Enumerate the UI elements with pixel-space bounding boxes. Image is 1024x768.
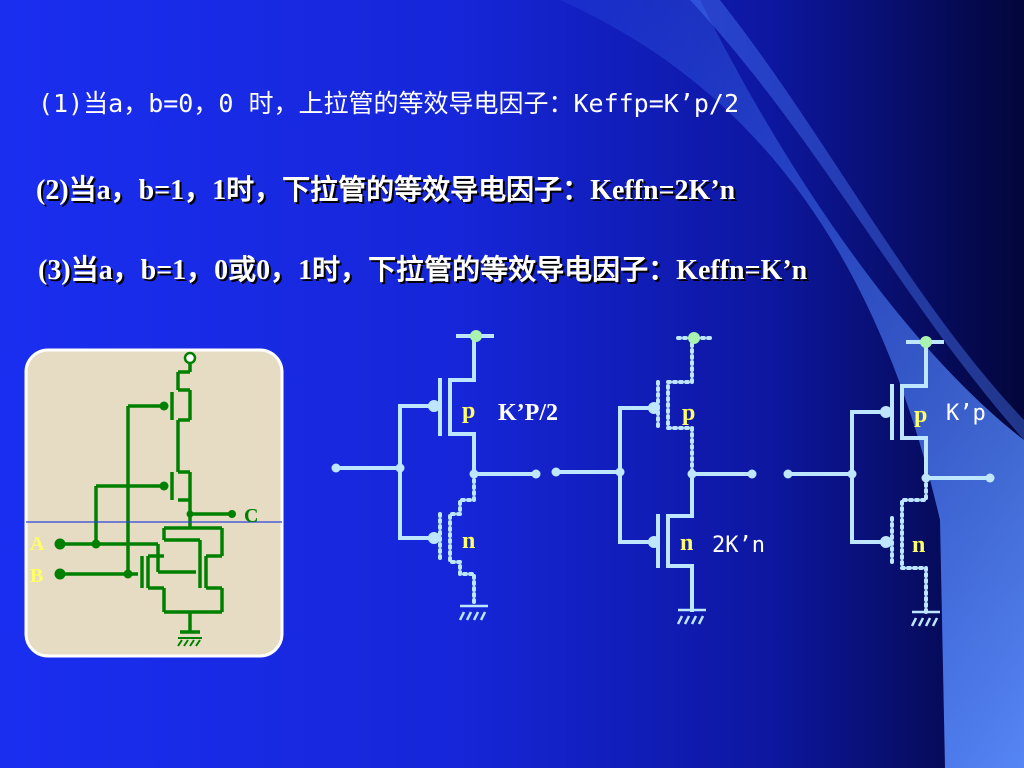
c2-value-label: 2K’n [712,533,765,558]
circuit-1-pmos-parallel: p n K’P/2 [331,330,558,621]
statement-1: (1)当a，b=0，0 时，上拉管的等效导电因子：Keffp=K’p/2 [38,89,740,118]
c2-n-label: n [680,530,693,556]
c3-n-label: n [912,532,925,558]
circuit-3-single-pmos: p n K’p [783,336,995,627]
c3-value-label: K’p [946,401,986,426]
nand-schematic-inset: C A B [24,348,284,658]
c1-n-label: n [462,528,475,554]
statement-2: (2)当a，b=1，1时，下拉管的等效导电因子：Keffn=2K’n [36,175,736,206]
inset-label-b: B [30,565,43,587]
c1-value-label: K’P/2 [498,400,558,426]
c3-p-label: p [914,402,927,428]
c2-p-label: p [682,400,695,426]
c1-p-label: p [462,398,475,424]
circuit-2-nmos-series: p n 2K’n [551,332,765,625]
inset-label-c: C [244,505,258,527]
inset-label-a: A [30,533,45,555]
inset-panel [24,348,284,658]
statement-3: (3)当a，b=1，0或0，1时，下拉管的等效导电因子：Keffn=K’n [38,255,808,286]
